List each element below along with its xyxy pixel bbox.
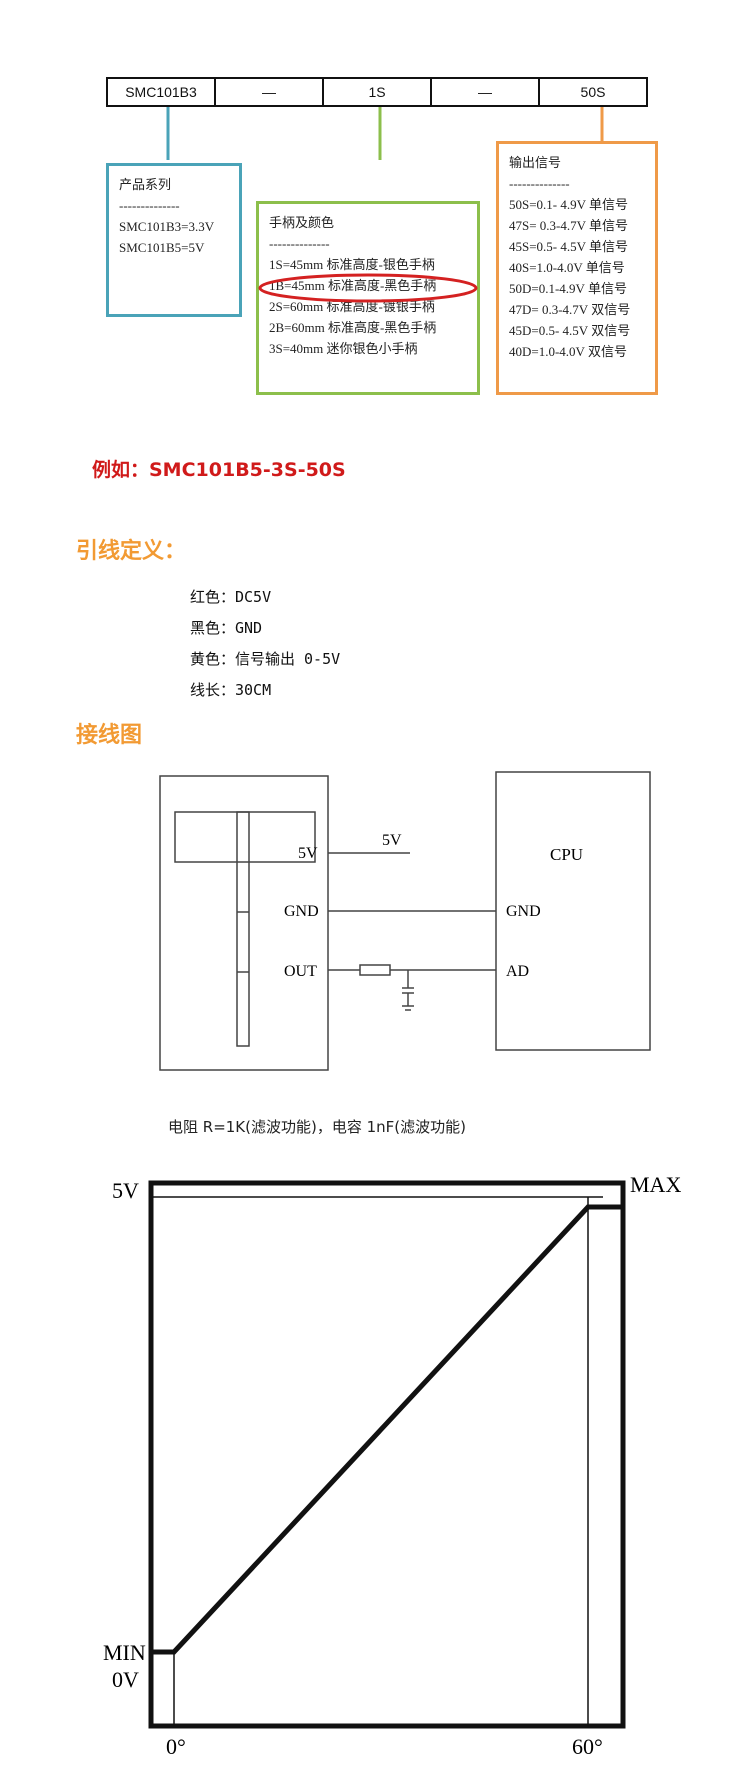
wiring-diagram: 5V 5V GND OUT CPU GND AD	[159, 771, 651, 1071]
connector-lines	[166, 107, 604, 160]
y-label-5v: 5V	[112, 1178, 139, 1203]
output-chart: 5V MIN 0V MAX 0° 60°	[103, 1172, 681, 1759]
wire-item: 红色：DC5V	[190, 588, 272, 606]
chart-frame	[148, 1180, 626, 1729]
wire-list: 红色：DC5V 黑色：GND 黄色：信号输出 0-5V 线长：30CM	[190, 582, 340, 706]
example-text: 例如：SMC101B5-3S-50S	[92, 459, 346, 481]
max-label: MAX	[630, 1172, 681, 1197]
signal-box-item: 40S=1.0-4.0V 单信号	[509, 260, 625, 275]
signal-box-title: 输出信号	[509, 155, 562, 170]
signal-box-item: 45D=0.5- 4.5V 双信号	[509, 323, 631, 338]
signal-box-divider: --------------	[509, 176, 570, 191]
capacitor	[402, 987, 414, 994]
resistor	[359, 964, 391, 976]
cpu-gnd-label: GND	[506, 903, 541, 920]
pin-out-label: OUT	[284, 963, 317, 980]
handle-box-item-highlighted: 1B=45mm 标准高度-黑色手柄	[269, 278, 437, 293]
ground-symbol	[402, 1005, 414, 1011]
part-number-bar: SMC101B3 — 1S — 50S	[106, 77, 648, 107]
supply-5v-label: 5V	[382, 832, 402, 849]
signal-box: 输出信号 -------------- 50S=0.1- 4.9V 单信号 47…	[496, 141, 658, 395]
cpu-box	[495, 771, 651, 1051]
pn-segment-signal: 50S	[580, 84, 606, 100]
signal-box-item: 50S=0.1- 4.9V 单信号	[509, 197, 629, 212]
wire-item: 线长：30CM	[190, 681, 272, 699]
handle-box-divider: --------------	[269, 236, 330, 251]
handle-box-item: 2B=60mm 标准高度-黑色手柄	[269, 320, 437, 335]
wire-item: 黑色：GND	[190, 619, 263, 637]
slider-handle	[174, 811, 316, 863]
handle-box-title: 手柄及颜色	[269, 215, 335, 230]
handle-box-item: 2S=60mm 标准高度-镀银手柄	[269, 299, 435, 314]
handle-box-item: 1S=45mm 标准高度-银色手柄	[269, 257, 435, 272]
signal-box-item: 40D=1.0-4.0V 双信号	[509, 344, 627, 359]
output-curve	[153, 1204, 621, 1655]
x-label-60: 60°	[572, 1734, 603, 1759]
series-box-title: 产品系列	[119, 177, 172, 192]
slider-track	[236, 811, 250, 1047]
sensor-module-box	[159, 775, 329, 1071]
pn-separator: —	[432, 79, 540, 105]
wire-section-title: 引线定义：	[76, 539, 187, 564]
y-label-min: MIN	[103, 1640, 146, 1665]
handle-box-item: 3S=40mm 迷你银色小手柄	[269, 341, 418, 356]
y-label-0v: 0V	[112, 1667, 139, 1692]
x-label-0: 0°	[166, 1734, 186, 1759]
pin-5v-label: 5V	[298, 845, 318, 862]
pin-gnd-label: GND	[284, 903, 319, 920]
signal-box-item: 47D= 0.3-4.7V 双信号	[509, 302, 631, 317]
component-caption: 电阻 R=1K(滤波功能)，电容 1nF(滤波功能)	[168, 1118, 466, 1136]
series-box: 产品系列 -------------- SMC101B3=3.3V SMC101…	[106, 163, 242, 317]
cpu-ad-label: AD	[506, 963, 529, 980]
pn-separator: —	[216, 79, 324, 105]
series-box-divider: --------------	[119, 198, 180, 213]
signal-box-item: 50D=0.1-4.9V 单信号	[509, 281, 627, 296]
signal-box-item: 45S=0.5- 4.5V 单信号	[509, 239, 629, 254]
series-box-item: SMC101B3=3.3V	[119, 219, 215, 234]
cpu-label: CPU	[550, 845, 583, 864]
wiring-section-title: 接线图	[76, 723, 143, 748]
wire-item: 黄色：信号输出 0-5V	[190, 650, 341, 668]
pn-segment-series: SMC101B3	[108, 79, 216, 105]
series-box-item: SMC101B5=5V	[119, 240, 205, 255]
pn-segment-handle: 1S	[324, 79, 432, 105]
highlight-ellipse	[258, 273, 478, 303]
signal-box-item: 47S= 0.3-4.7V 单信号	[509, 218, 629, 233]
